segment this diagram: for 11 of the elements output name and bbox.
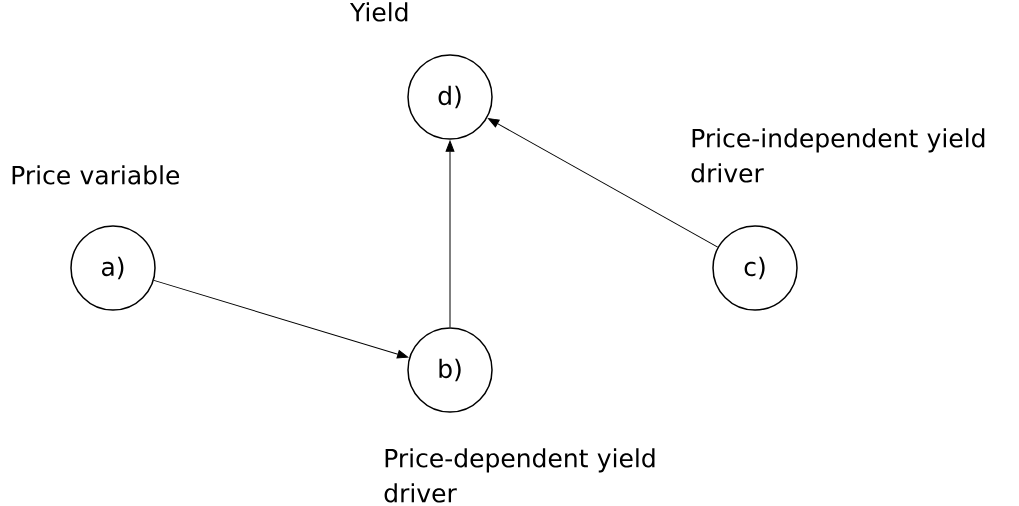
node-heading: Price variable [12, 165, 180, 185]
circle-node: d) [407, 54, 493, 140]
node-heading: Price-dependent yield driver [384, 448, 655, 503]
node-heading: Price-independent yield driver [691, 128, 985, 183]
arrow [153, 279, 409, 359]
circle-node: c) [712, 225, 798, 311]
node-heading: Yield [349, 2, 408, 22]
arrow [488, 118, 719, 248]
circle-node: b) [407, 327, 493, 413]
circle-node: a) [70, 225, 156, 311]
arrow [445, 140, 455, 328]
